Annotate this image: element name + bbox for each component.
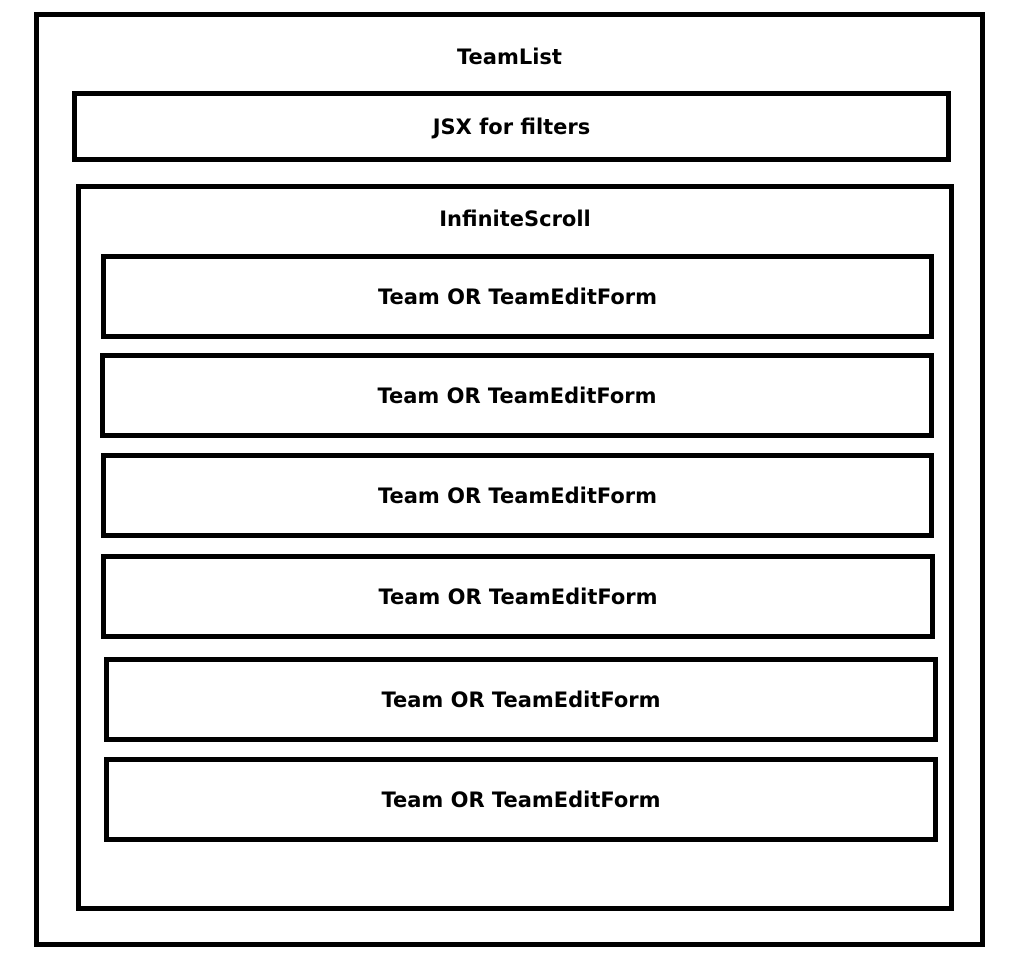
team-item-label: Team OR TeamEditForm: [377, 483, 658, 508]
infinitescroll-title: InfiniteScroll: [439, 207, 591, 231]
team-item: Team OR TeamEditForm: [100, 353, 934, 438]
team-item: Team OR TeamEditForm: [101, 453, 934, 538]
team-item-label: Team OR TeamEditForm: [378, 584, 658, 609]
teamlist-title: TeamList: [457, 45, 562, 69]
team-item-label: Team OR TeamEditForm: [377, 284, 658, 309]
team-item-label: Team OR TeamEditForm: [381, 687, 661, 712]
filters-component: JSX for filters: [72, 91, 951, 162]
team-item: Team OR TeamEditForm: [104, 657, 938, 742]
team-item: Team OR TeamEditForm: [101, 254, 934, 339]
team-item: Team OR TeamEditForm: [104, 757, 938, 842]
team-item-label: Team OR TeamEditForm: [381, 787, 661, 812]
team-item-label: Team OR TeamEditForm: [377, 383, 657, 408]
team-item: Team OR TeamEditForm: [101, 554, 935, 639]
filters-label: JSX for filters: [432, 114, 591, 139]
